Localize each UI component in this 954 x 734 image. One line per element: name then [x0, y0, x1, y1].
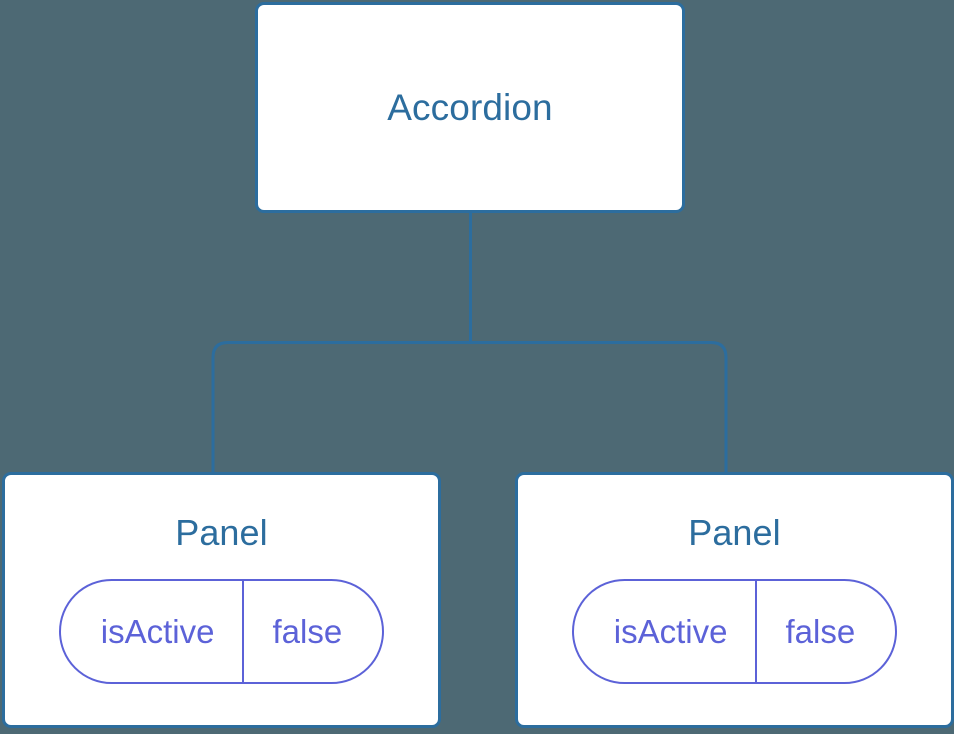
edge-branch-right — [470, 341, 728, 473]
node-title: Accordion — [387, 87, 553, 128]
node-title: Panel — [175, 512, 268, 553]
prop-key: isActive — [61, 581, 245, 682]
node-panel-1[interactable]: Panel isActive false — [2, 472, 441, 728]
prop-key: isActive — [574, 581, 758, 682]
prop-pill-isactive[interactable]: isActive false — [571, 579, 898, 684]
prop-value: false — [272, 613, 343, 650]
edge-branch-left — [211, 341, 471, 473]
prop-pill-isactive[interactable]: isActive false — [58, 579, 385, 684]
node-panel-2[interactable]: Panel isActive false — [515, 472, 954, 728]
node-accordion[interactable]: Accordion — [255, 2, 685, 213]
node-title: Panel — [688, 512, 781, 553]
prop-value: false — [785, 613, 856, 650]
